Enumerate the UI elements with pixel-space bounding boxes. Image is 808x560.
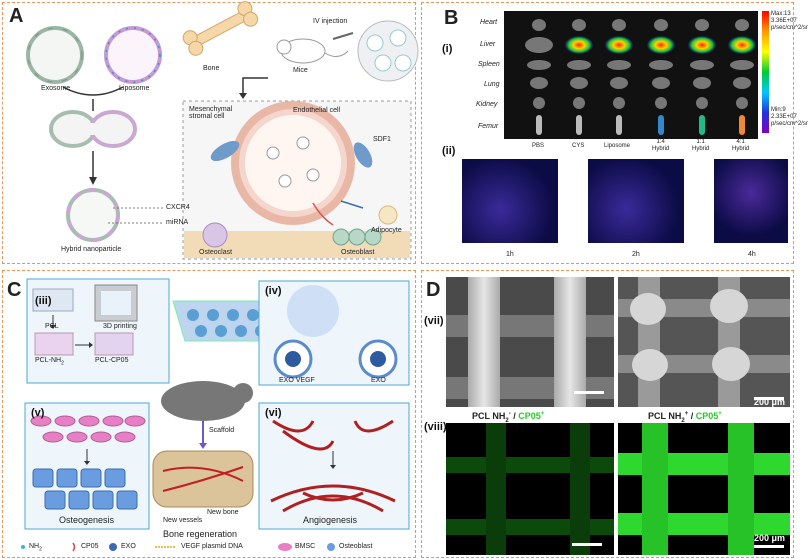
- exosome-label: Exosome: [41, 85, 71, 92]
- liposome-label: Liposome: [119, 85, 150, 92]
- panel-c-illustration: [21, 278, 410, 552]
- fluor-title-right: PCL NH2+ / CP05+: [648, 411, 722, 424]
- panel-c: C: [2, 270, 416, 558]
- panel-a-label: A: [9, 5, 24, 27]
- fluor-image-right: [618, 423, 790, 555]
- group-11-hybrid: 1:1 Hybrid: [692, 139, 710, 152]
- sub-vi-label: (vi): [265, 407, 282, 419]
- group-pbs: PBS: [532, 143, 545, 149]
- panel-a-illustration: [26, 1, 419, 260]
- sub-ii-label: (ii): [442, 145, 456, 157]
- mice-label: Mice: [293, 67, 308, 74]
- organ-kidney: Kidney: [476, 101, 498, 108]
- panel-b: B (i) (ii): [421, 2, 808, 264]
- scale-bar-sem: 200 μm: [754, 397, 786, 407]
- pclnh2-label: PCL-NH2: [35, 357, 64, 367]
- exo-vegf-label: EXO VEGF: [279, 377, 315, 384]
- confocal-2h: [588, 159, 684, 243]
- panel-d: D 200 μm (vii) (viii) PCL NH2- / CP05+ P…: [421, 270, 794, 558]
- sub-iii-label: (iii): [35, 295, 52, 307]
- group-cys: CYS: [572, 143, 585, 149]
- sub-iv-label: (iv): [265, 285, 282, 297]
- scale-max: Max:13 3.36E+07 p/sec/cm^2/sr: [771, 11, 808, 31]
- adipocyte-label: Adipocyte: [371, 227, 402, 234]
- scale-min: Min:9 2.33E+07 p/sec/cm^2/sr: [771, 107, 808, 127]
- legend-cp05: CP05: [81, 543, 99, 550]
- pclcp05-label: PCL-CP05: [95, 357, 129, 364]
- sub-viii-label: (viii): [424, 421, 447, 433]
- legend-osteoblast: Osteoblast: [339, 543, 373, 550]
- panel-b-label: B: [444, 7, 459, 29]
- time-4h: 4h: [748, 251, 756, 258]
- group-liposome: Liposome: [604, 143, 631, 149]
- sem-image-right: [618, 277, 790, 407]
- group-14-hybrid: 1:4 Hybrid: [652, 139, 670, 152]
- group-41-hybrid: 4:1 Hybrid: [732, 139, 750, 152]
- organ-liver: Liver: [480, 41, 496, 48]
- fluor-title-left: PCL NH2- / CP05+: [472, 411, 545, 424]
- time-2h: 2h: [632, 251, 640, 258]
- mirna-label: miRNA: [166, 219, 189, 226]
- scale-bar-fluor: 200 μm: [754, 533, 786, 543]
- osteoclast-label: Osteoclast: [199, 249, 233, 256]
- legend-bmsc: BMSC: [295, 543, 316, 550]
- endo-label: Endothelial cell: [293, 107, 341, 114]
- cxcr4-label: CXCR4: [166, 204, 190, 211]
- panel-c-label: C: [7, 279, 22, 301]
- bone-regen-label: Bone regeneration: [163, 529, 238, 539]
- hybrid-label: Hybrid nanoparticle: [61, 246, 122, 253]
- organ-lung: Lung: [484, 81, 500, 88]
- osteoblast-label: Osteoblast: [341, 249, 375, 256]
- new-vessels-label: New vessels: [163, 517, 203, 524]
- legend-vegf: VEGF plasmid DNA: [181, 543, 243, 550]
- ivis-image: [504, 11, 758, 139]
- organ-spleen: Spleen: [478, 61, 500, 68]
- exo-label: EXO: [371, 377, 386, 384]
- panel-a: A: [2, 1, 419, 264]
- organ-femur: Femur: [478, 123, 499, 130]
- sub-v-label: (v): [31, 407, 45, 419]
- msc-label: Mesenchymal stromal cell: [189, 106, 233, 120]
- organ-heart: Heart: [480, 19, 498, 26]
- pcl-label: PCL: [45, 323, 59, 330]
- confocal-4h: [714, 159, 788, 243]
- sub-vii-label: (vii): [424, 315, 444, 327]
- confocal-1h: [462, 159, 558, 243]
- panel-d-label: D: [426, 279, 441, 301]
- osteogenesis-label: Osteogenesis: [59, 515, 115, 525]
- new-bone-label: New bone: [207, 509, 239, 516]
- legend-exo: EXO: [121, 543, 136, 550]
- fluor-image-left: [446, 423, 614, 555]
- scaffold-label: Scaffold: [209, 427, 235, 434]
- colorbar: [762, 11, 769, 133]
- bone-label: Bone: [203, 65, 220, 72]
- time-1h: 1h: [506, 251, 514, 258]
- iv-label: IV injection: [313, 18, 348, 25]
- sdf1-label: SDF1: [373, 136, 391, 143]
- sem-image-left: [446, 277, 614, 407]
- legend-nh2: NH2: [29, 543, 42, 553]
- angiogenesis-label: Angiogenesis: [303, 515, 358, 525]
- printing-label: 3D printing: [103, 323, 137, 330]
- sub-i-label: (i): [442, 43, 453, 55]
